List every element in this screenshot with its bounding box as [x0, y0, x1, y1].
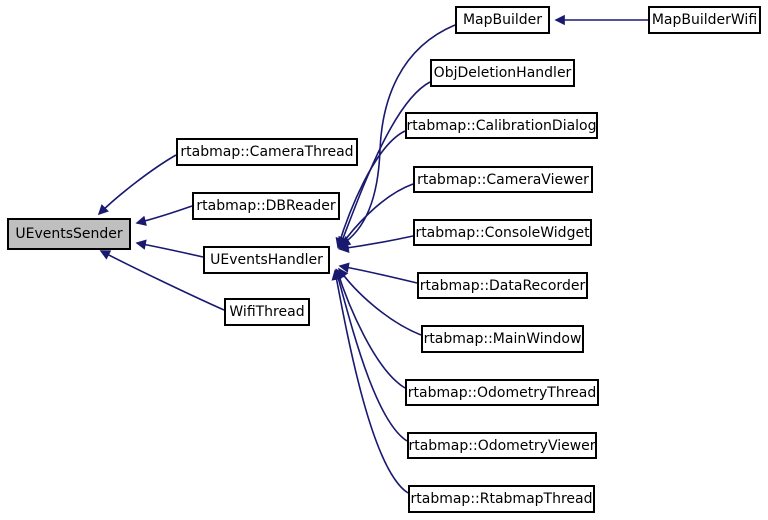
edge-wifithread-to-ueventssender	[99, 250, 225, 311]
node-rtabmap-console-widget[interactable]: rtabmap::ConsoleWidget	[413, 219, 592, 246]
edge-odometryviewer-to-ueventshandler	[333, 268, 408, 442]
edge-consolewidget-to-ueventshandler	[338, 235, 414, 253]
node-obj-deletion-handler[interactable]: ObjDeletionHandler	[430, 59, 575, 87]
node-rtabmap-camera-thread[interactable]: rtabmap::CameraThread	[176, 138, 358, 166]
edge-objdeletionhandler-to-ueventshandler	[338, 81, 431, 248]
node-rtabmap-odometry-thread[interactable]: rtabmap::OdometryThread	[405, 379, 599, 406]
edge-camerathread-to-ueventssender	[97, 154, 177, 216]
edge-cameraviewer-to-ueventshandler	[338, 183, 414, 250]
edge-calibrationdialog-to-ueventshandler	[335, 130, 406, 249]
node-uevents-handler[interactable]: UEventsHandler	[203, 246, 330, 274]
edge-mainwindow-to-ueventshandler	[338, 267, 422, 336]
node-rtabmap-db-reader[interactable]: rtabmap::DBReader	[192, 192, 340, 220]
node-rtabmap-main-window[interactable]: rtabmap::MainWindow	[421, 325, 584, 353]
edge-ueventshandler-to-ueventssender	[135, 239, 204, 258]
node-rtabmap-rtabmap-thread[interactable]: rtabmap::RtabmapThread	[408, 485, 595, 513]
edge-datarecorder-to-ueventshandler	[338, 262, 418, 284]
node-map-builder[interactable]: MapBuilder	[455, 6, 550, 34]
node-uevents-sender: UEventsSender	[7, 218, 131, 250]
node-rtabmap-data-recorder[interactable]: rtabmap::DataRecorder	[417, 272, 588, 299]
edge-rtabmapthread-to-ueventshandler	[331, 269, 409, 494]
edge-odometrythread-to-ueventshandler	[334, 268, 406, 389]
node-rtabmap-odometry-viewer[interactable]: rtabmap::OdometryViewer	[407, 432, 597, 459]
node-map-builder-wifi[interactable]: MapBuilderWifi	[648, 6, 761, 34]
edge-dbreader-to-ueventssender	[135, 205, 193, 226]
node-wifi-thread[interactable]: WifiThread	[224, 298, 310, 326]
node-rtabmap-camera-viewer[interactable]: rtabmap::CameraViewer	[413, 166, 593, 193]
node-rtabmap-calibration-dialog[interactable]: rtabmap::CalibrationDialog	[405, 112, 598, 139]
